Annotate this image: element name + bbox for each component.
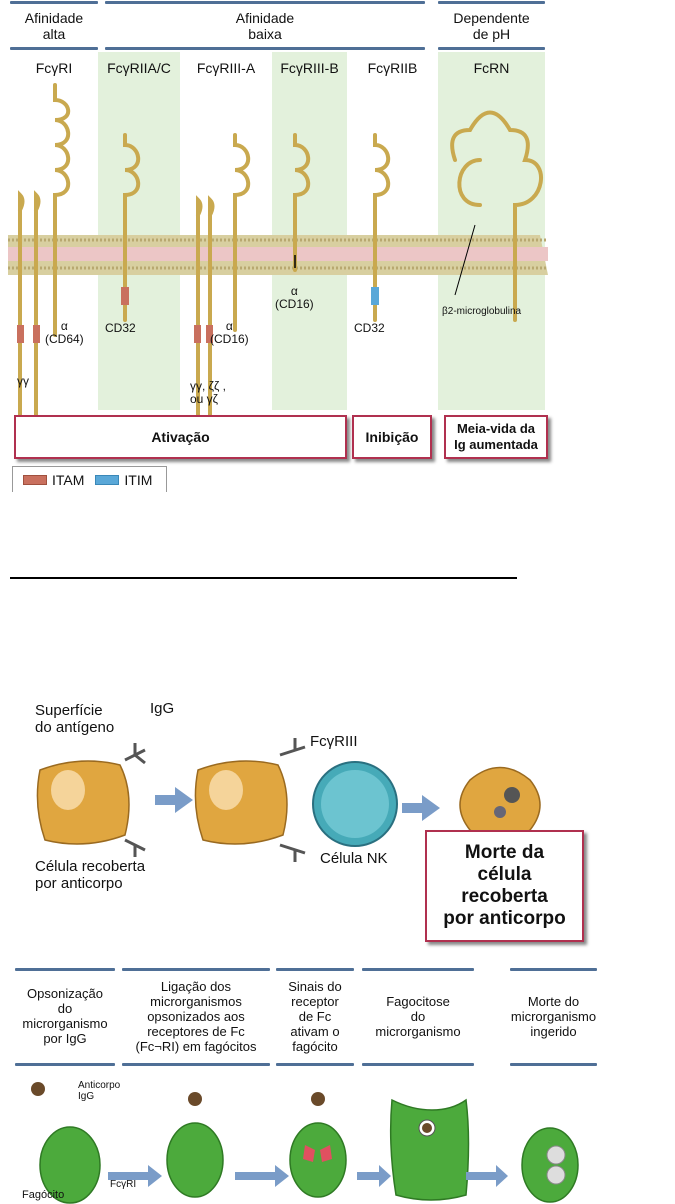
pointer-line [454,224,476,296]
label-nk-cell: Célula NK [320,850,388,867]
receptor-diagram [8,83,548,442]
microbes [31,1082,436,1137]
receptor-chains [18,83,543,442]
header-bar [105,47,425,50]
legend-itam: ITAM [52,471,85,488]
header-bar [438,1,545,4]
receptor-fcgri: FcγRI [35,60,73,76]
itam-motifs [17,287,213,343]
label-igg: IgG [150,700,175,717]
header-high-affinity: Afinidade alta [24,10,84,42]
header-low-affinity: Afinidade baixa [235,10,295,42]
antibodies [124,738,306,862]
label-phagocyte: Fagócito [22,1189,65,1201]
divider-line [10,577,517,579]
label-coated-cell: Célula recoberta por anticorpo [35,858,146,892]
label-cd32-a: CD32 [105,321,136,335]
function-half-life: Meia-vida da Ig aumentada [444,415,548,459]
itim-swatch [95,474,120,485]
arrow-icon [402,795,440,821]
header-bar [10,1,98,4]
step-signaling: Sinais do receptor de Fc ativam o fagóci… [288,978,342,1054]
label-chain-options: γγ, ζζ , ou γζ [190,379,226,406]
column-highlight [272,52,347,410]
receptor-fcgriia-c: FcγRIIA/C [107,60,171,76]
label-antigen-surface: Superfície do antígeno [35,702,115,736]
header-bar [438,47,545,50]
header-bar [10,47,98,50]
phagocytes [39,1098,579,1204]
arrow-icon [155,787,193,813]
step-binding: Ligação dos microrganismos opsonizados a… [135,978,257,1054]
signal-markers [303,1145,332,1162]
function-activation: Ativação [14,415,347,459]
itam-swatch [23,474,47,485]
receptor-fcgriii-b: FcγRIII-B [280,60,339,76]
step-opsonization: Opsonização do microrganismo por IgG [22,986,108,1046]
arrows [108,1165,508,1187]
label-antibody-igg: Anticorpo IgG [78,1080,121,1102]
step-phagocytosis: Fagocitose do microrganismo [375,993,461,1039]
label-fcgriii: FcγRIII [310,733,358,750]
receptor-fcrn: FcRN [473,60,510,76]
header-bar [105,1,425,4]
label-cd64: α (CD64) [45,319,84,346]
label-fcgri: FcγRI [110,1179,137,1190]
label-cd32-b: CD32 [354,321,385,335]
itim-motif [371,287,379,305]
legend: ITAM ITIM [12,466,167,492]
result-box: Morte da célula recoberta por anticorpo [425,830,584,942]
receptor-fcgriii-a: FcγRIII-A [196,60,256,76]
function-inhibition: Inibição [352,415,432,459]
cell-membrane [8,235,548,275]
column-highlight [98,52,180,410]
legend-itim: ITIM [124,471,153,488]
receptor-fcgriib: FcγRIIB [367,60,418,76]
header-ph-dependent: Dependente de pH [453,10,530,42]
step-killing: Morte do microrganismo ingerido [510,993,597,1039]
label-cd16-b: α (CD16) [275,284,314,311]
label-gg: γγ [17,374,29,388]
label-cd16-a: α (CD16) [210,319,249,346]
label-b2-microglobulin: β2-microglobulina [442,306,522,317]
